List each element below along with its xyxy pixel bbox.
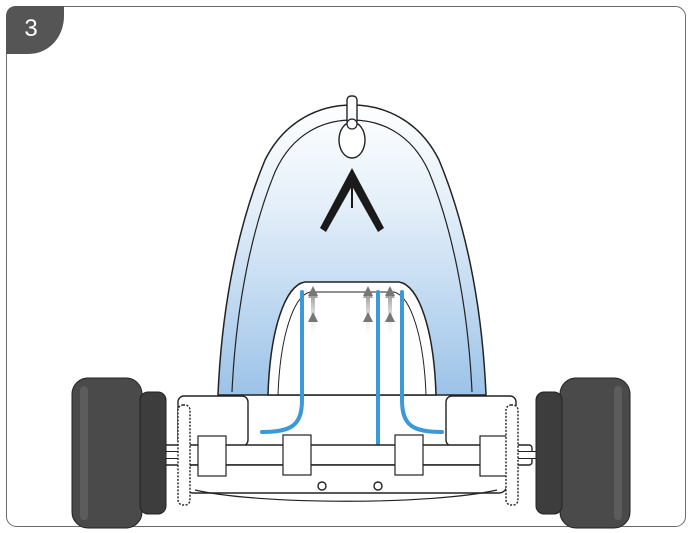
blue-cables <box>260 290 444 450</box>
step-number: 3 <box>24 15 38 42</box>
chassis <box>140 395 552 502</box>
sprocket-right <box>505 404 519 506</box>
tire-right <box>535 377 631 529</box>
sprocket-left <box>177 404 191 506</box>
up-arrow-icon <box>385 286 395 340</box>
logo-chevron-icon <box>320 168 384 232</box>
up-arrow-icon <box>363 286 373 340</box>
step-badge <box>6 6 64 54</box>
top-handle <box>338 95 366 159</box>
seat-shell <box>217 104 487 396</box>
tire-left <box>71 377 167 529</box>
up-arrow-icon <box>308 286 318 340</box>
